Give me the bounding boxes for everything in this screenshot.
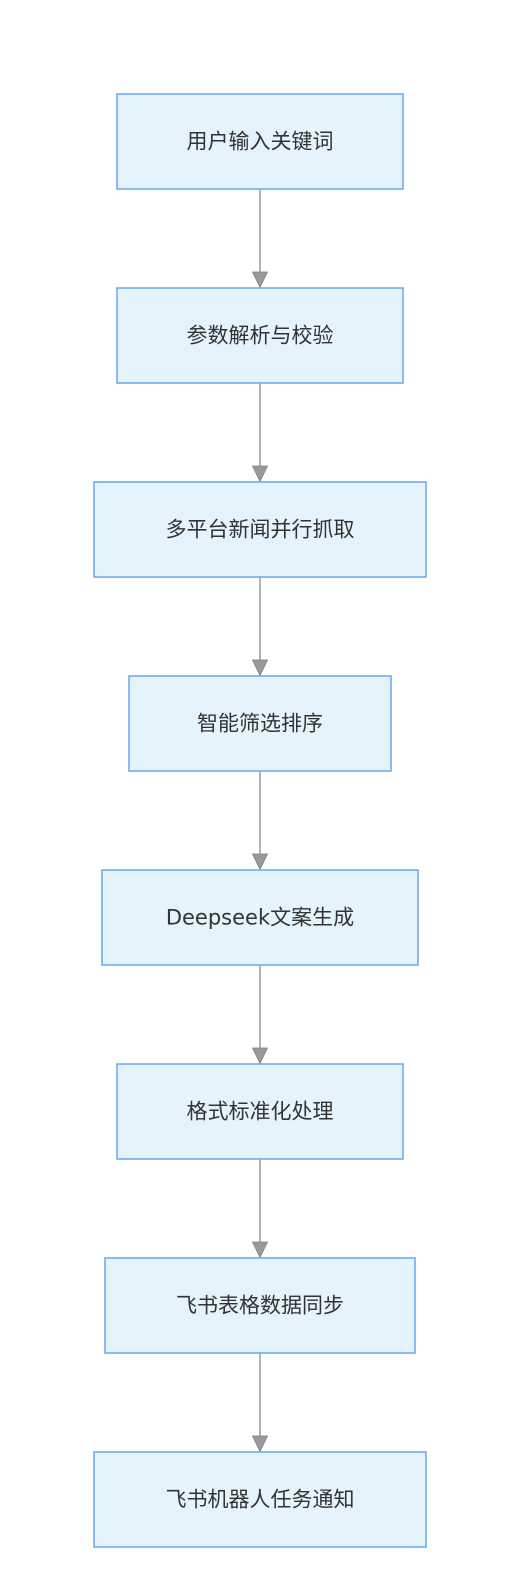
edge-2-3 bbox=[251, 383, 269, 483]
edge-3-4 bbox=[251, 577, 269, 677]
node-user-input-keyword: 用户输入关键词 bbox=[116, 93, 404, 190]
node-label: 用户输入关键词 bbox=[187, 130, 334, 154]
edge-1-2 bbox=[251, 189, 269, 289]
node-format-standardize: 格式标准化处理 bbox=[116, 1063, 404, 1160]
node-label: Deepseek文案生成 bbox=[166, 906, 354, 930]
edge-7-8 bbox=[251, 1353, 269, 1453]
node-label: 参数解析与校验 bbox=[187, 324, 334, 348]
edge-5-6 bbox=[251, 965, 269, 1065]
node-feishu-sheet-sync: 飞书表格数据同步 bbox=[104, 1257, 416, 1354]
node-label: 格式标准化处理 bbox=[187, 1100, 334, 1124]
node-label: 飞书机器人任务通知 bbox=[166, 1488, 355, 1512]
edge-6-7 bbox=[251, 1159, 269, 1259]
node-feishu-bot-notify: 飞书机器人任务通知 bbox=[93, 1451, 427, 1548]
node-multi-platform-news-fetch: 多平台新闻并行抓取 bbox=[93, 481, 427, 578]
edge-4-5 bbox=[251, 771, 269, 871]
node-label: 多平台新闻并行抓取 bbox=[166, 518, 355, 542]
node-smart-filter-sort: 智能筛选排序 bbox=[128, 675, 392, 772]
node-deepseek-copywriting: Deepseek文案生成 bbox=[101, 869, 419, 966]
node-label: 飞书表格数据同步 bbox=[176, 1294, 344, 1318]
node-label: 智能筛选排序 bbox=[197, 712, 323, 736]
node-param-parse-validate: 参数解析与校验 bbox=[116, 287, 404, 384]
